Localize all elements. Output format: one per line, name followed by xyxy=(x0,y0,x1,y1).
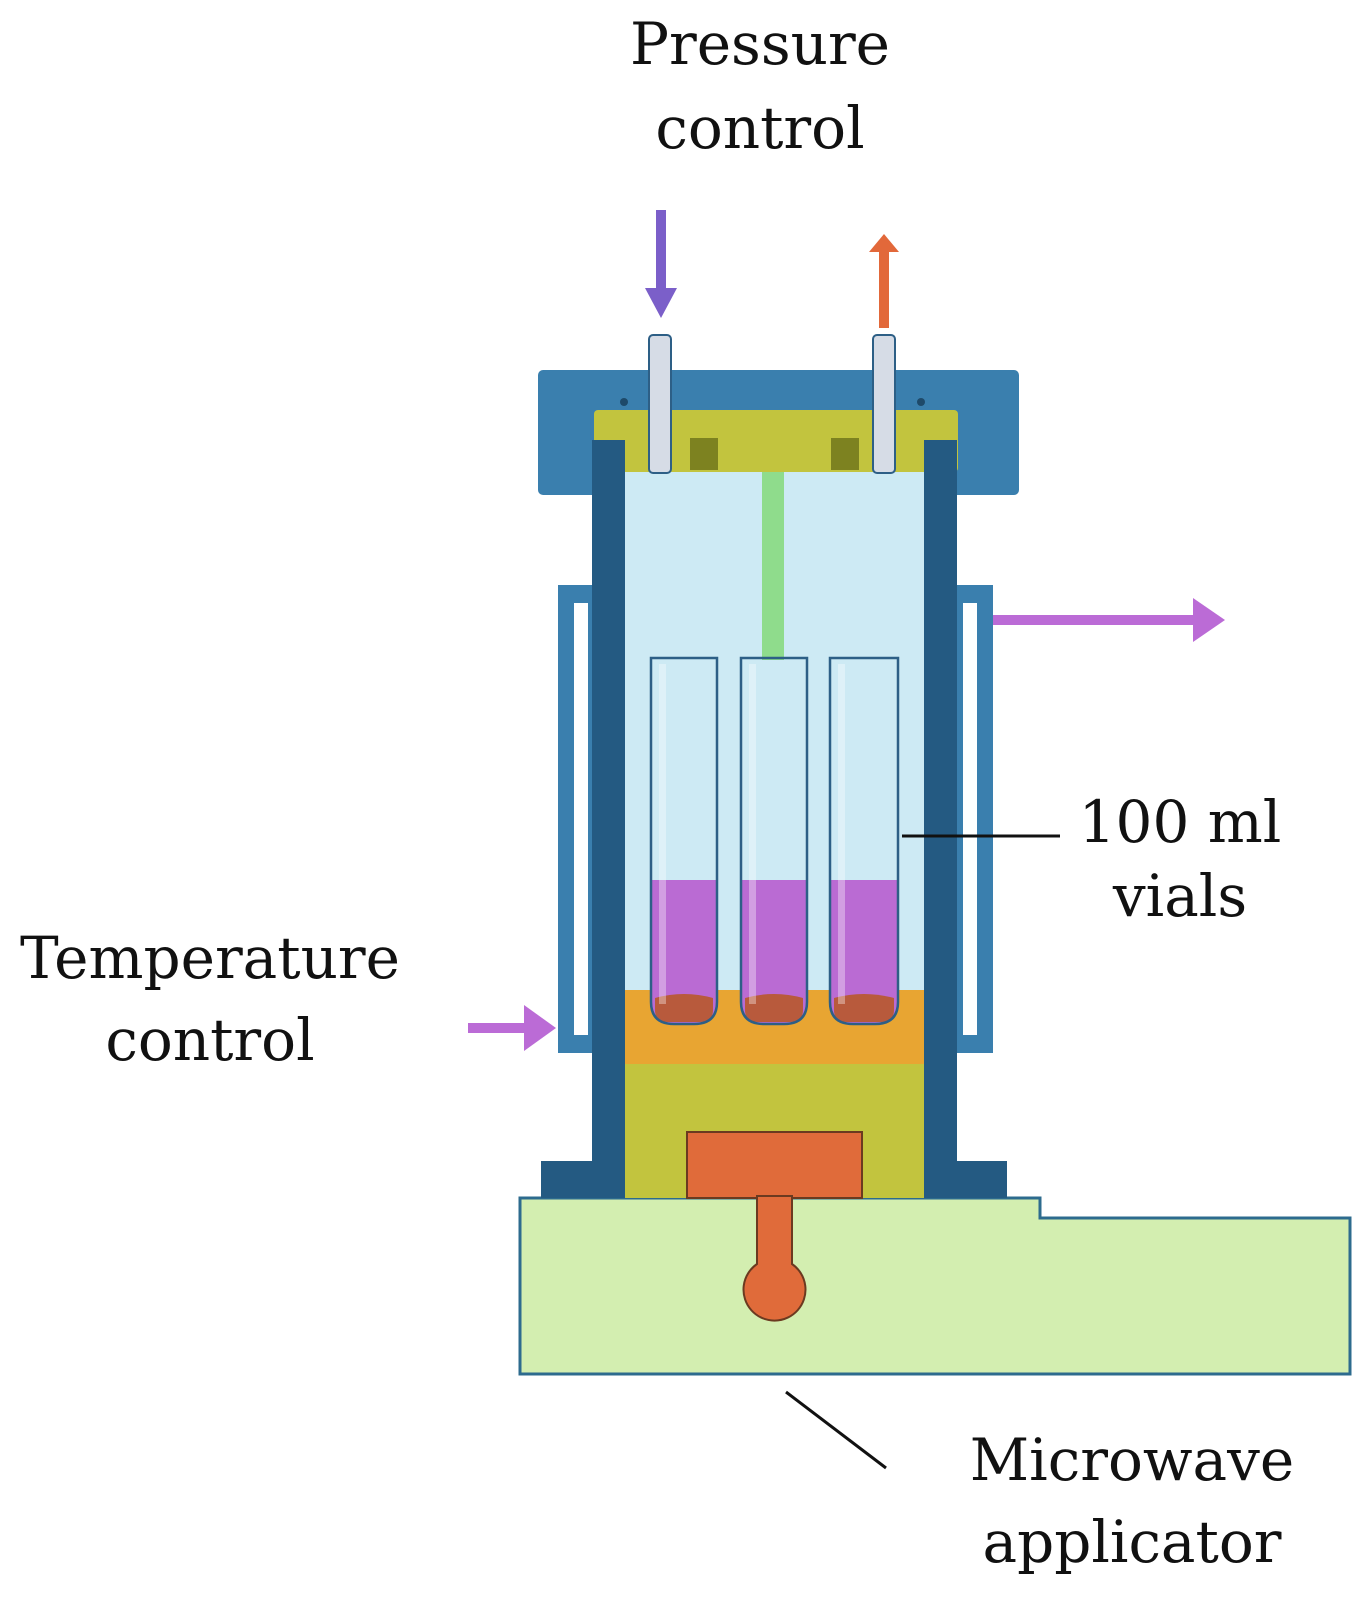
vessel-wall-right xyxy=(924,440,957,1198)
vials-label-line2: vials xyxy=(1112,862,1247,930)
applicator-leader-line xyxy=(785,1390,887,1470)
applicator-base xyxy=(518,1196,1352,1376)
vessel-wall-left xyxy=(592,440,625,1198)
gas-outlet-arrow xyxy=(869,234,899,328)
vial-3 xyxy=(828,656,900,1026)
gas-outlet-pipe xyxy=(872,334,896,474)
coolant-inlet-arrow xyxy=(468,1005,556,1051)
antenna-stem xyxy=(742,1195,807,1322)
vial-2 xyxy=(739,656,809,1026)
pressure-control-label-line2: control xyxy=(655,94,864,162)
vial-1 xyxy=(649,656,719,1026)
gas-inlet-arrow xyxy=(645,210,677,318)
temperature-control-label-line1: Temperature xyxy=(20,924,400,992)
antenna-head xyxy=(686,1131,863,1199)
gas-inlet-pipe xyxy=(648,334,672,474)
stirrer-rod xyxy=(762,472,784,660)
microwave-applicator-label-line1: Microwave xyxy=(970,1426,1294,1494)
temperature-control-label-line2: control xyxy=(105,1006,314,1074)
vials-label-line1: 100 ml xyxy=(1079,788,1282,856)
lid-plate xyxy=(594,410,958,472)
coolant-outlet-arrow xyxy=(993,598,1225,642)
microwave-applicator-label-line2: applicator xyxy=(983,1508,1282,1576)
pressure-control-label-line1: Pressure xyxy=(630,10,890,78)
